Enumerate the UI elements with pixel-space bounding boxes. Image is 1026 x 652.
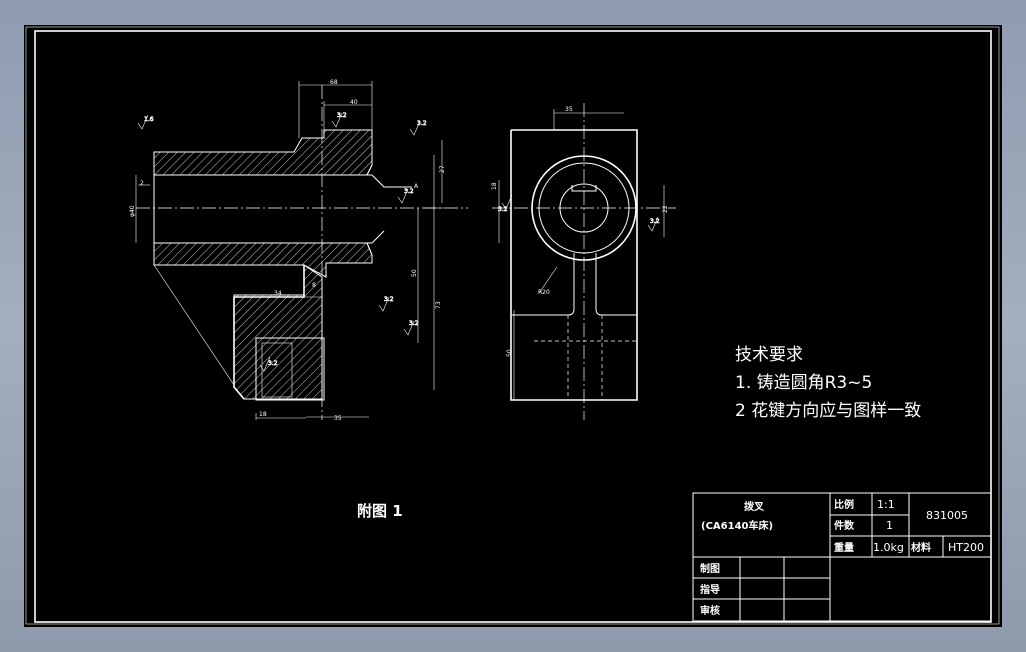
dim-2: 2 [140,180,144,187]
weight-label: 重量 [834,541,854,554]
dim-27: 27 [439,165,446,173]
hatch-upper-wall [153,129,373,176]
dim-34: 34 [274,290,282,297]
review-label: 审核 [700,604,720,617]
scale-value: 1:1 [877,498,895,511]
drawn-label: 制图 [700,562,720,575]
drawing-sheet: 68 40 27 50 73 34 8 18 35 φ40 2 A 3.2 3.… [24,25,1002,627]
fork-slot [255,337,325,401]
dim-40: 40 [350,99,358,106]
roughness-3: 3.2 [384,296,394,303]
scale-label: 比例 [834,498,854,511]
dim-68: 68 [330,79,338,86]
dim-18-side: 18 [491,182,498,190]
roughness-9: 3.2 [650,218,660,225]
dim-35-front: 35 [334,415,342,422]
front-section-view: 68 40 27 50 73 34 8 18 35 φ40 2 A 3.2 3.… [129,79,468,422]
fork-slot-inner [261,342,293,398]
roughness-7: 1.6 [144,116,154,123]
hatch-lower-wall [153,242,373,278]
dim-50-side: 50 [506,349,513,357]
datum-A: A [414,183,419,190]
guide-label: 指导 [700,583,720,596]
outer-frame [25,26,1000,625]
qty-value: 1 [886,519,893,532]
dim-8: 8 [312,282,316,289]
roughness-4: 3.2 [409,320,419,327]
hatch-rib-fork [233,264,323,400]
dim-50: 50 [411,269,418,277]
roughness-8: 3.2 [498,206,508,213]
qty-label: 件数 [834,519,855,532]
drawing-number: 831005 [926,509,968,522]
cad-drawing: 68 40 27 50 73 34 8 18 35 φ40 2 A 3.2 3.… [25,26,1000,625]
side-view: 35 22 50 R20 18 3.2 3.2 [491,103,676,420]
roughness-5: 3.2 [337,112,347,119]
title-block: 拨叉 (CA6140车床) 比例 1:1 件数 1 831005 重量 1.0k… [692,492,992,622]
dim-22: 22 [662,205,669,213]
roughness-6: 3.2 [268,360,278,367]
machine-name: (CA6140车床) [701,519,773,532]
dim-18: 18 [259,411,267,418]
weight-value: 1.0kg [873,541,904,554]
figure-caption: 附图 1 [357,502,403,520]
dim-73: 73 [435,301,442,309]
tech-req-title: 技术要求 [735,345,803,365]
tech-req-line2: 2 花键方向应与图样一致 [735,401,921,421]
tech-req-line1: 1. 铸造圆角R3~5 [735,373,872,393]
dim-phi40: φ40 [129,205,136,217]
roughness-1: 3.2 [417,120,427,127]
material-value: HT200 [948,541,984,554]
dim-35-side: 35 [565,106,573,113]
material-label: 材料 [911,541,931,554]
roughness-2: 3.2 [404,188,414,195]
inner-frame [34,30,992,623]
dim-R20: R20 [538,289,550,296]
part-name: 拨叉 [744,500,765,513]
